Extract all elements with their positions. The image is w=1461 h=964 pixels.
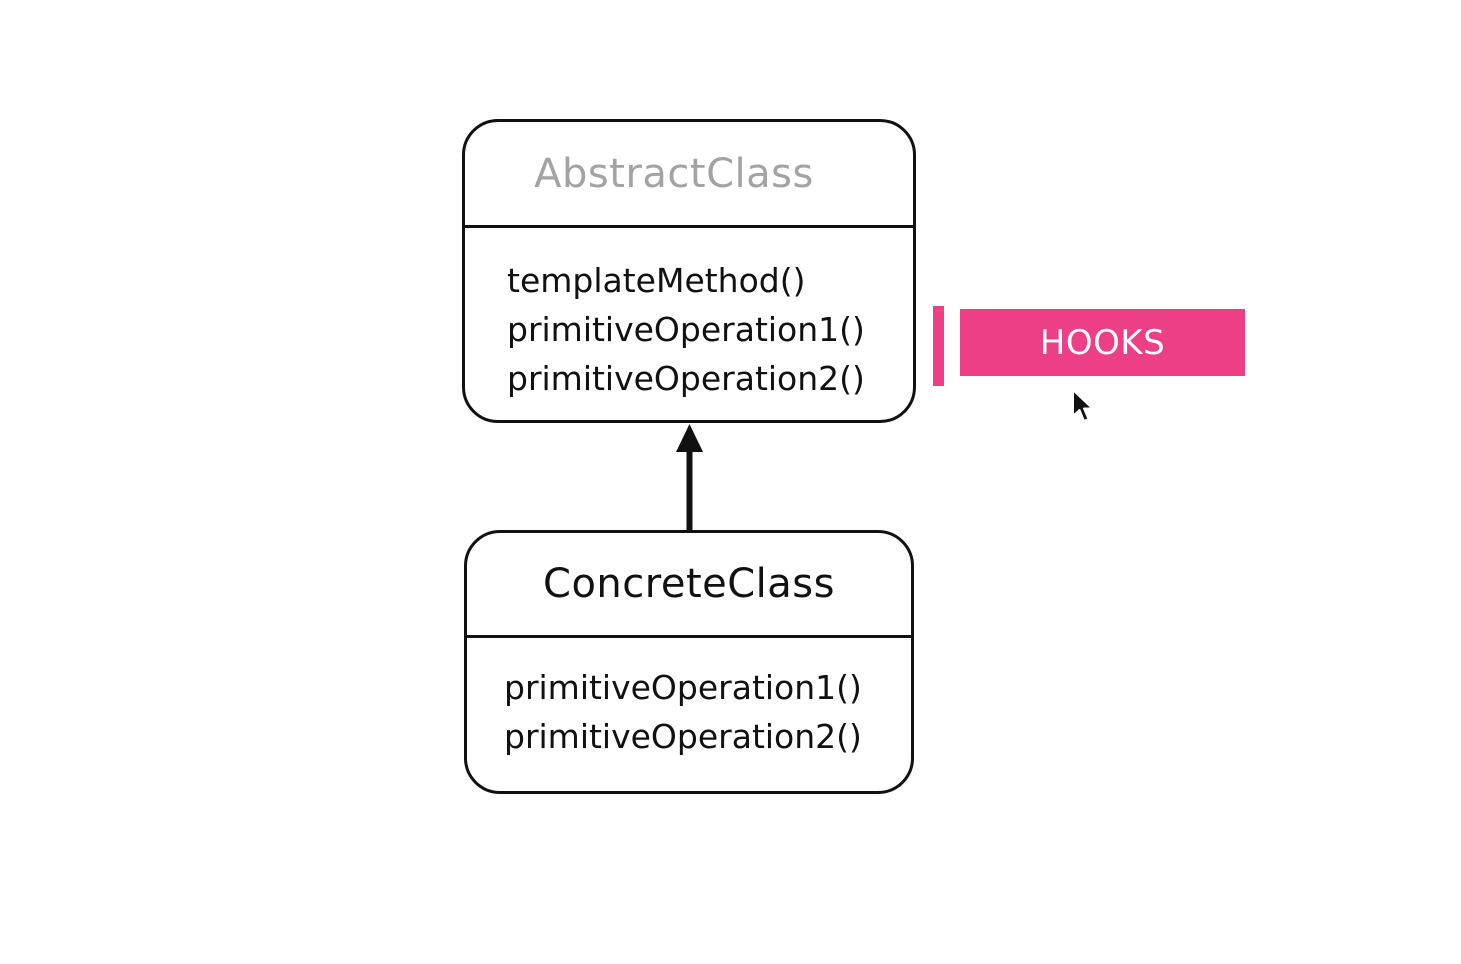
concrete-class-box: ConcreteClass primitiveOperation1() prim… <box>464 530 914 794</box>
concrete-class-name: ConcreteClass <box>543 561 835 607</box>
abstract-class-operations: templateMethod() primitiveOperation1() p… <box>465 228 913 403</box>
operation-primitive-operation-1: primitiveOperation1() <box>504 668 862 707</box>
operation-primitive-operation-2: primitiveOperation2() <box>504 717 862 756</box>
inheritance-arrow-icon <box>676 424 703 530</box>
operation-template-method: templateMethod() <box>507 261 806 300</box>
abstract-class-name: AbstractClass <box>534 150 814 197</box>
hooks-bracket-bar <box>933 306 944 386</box>
mouse-pointer-icon <box>1072 389 1094 422</box>
abstract-class-header: AbstractClass <box>465 122 913 228</box>
abstract-class-box: AbstractClass templateMethod() primitive… <box>462 119 916 423</box>
operation-primitive-operation-1: primitiveOperation1() <box>507 310 865 349</box>
inheritance-arrow-head <box>676 424 703 452</box>
concrete-class-header: ConcreteClass <box>467 533 911 638</box>
hooks-label: HOOKS <box>960 309 1245 376</box>
concrete-class-operations: primitiveOperation1() primitiveOperation… <box>467 638 911 761</box>
operation-primitive-operation-2: primitiveOperation2() <box>507 359 865 398</box>
